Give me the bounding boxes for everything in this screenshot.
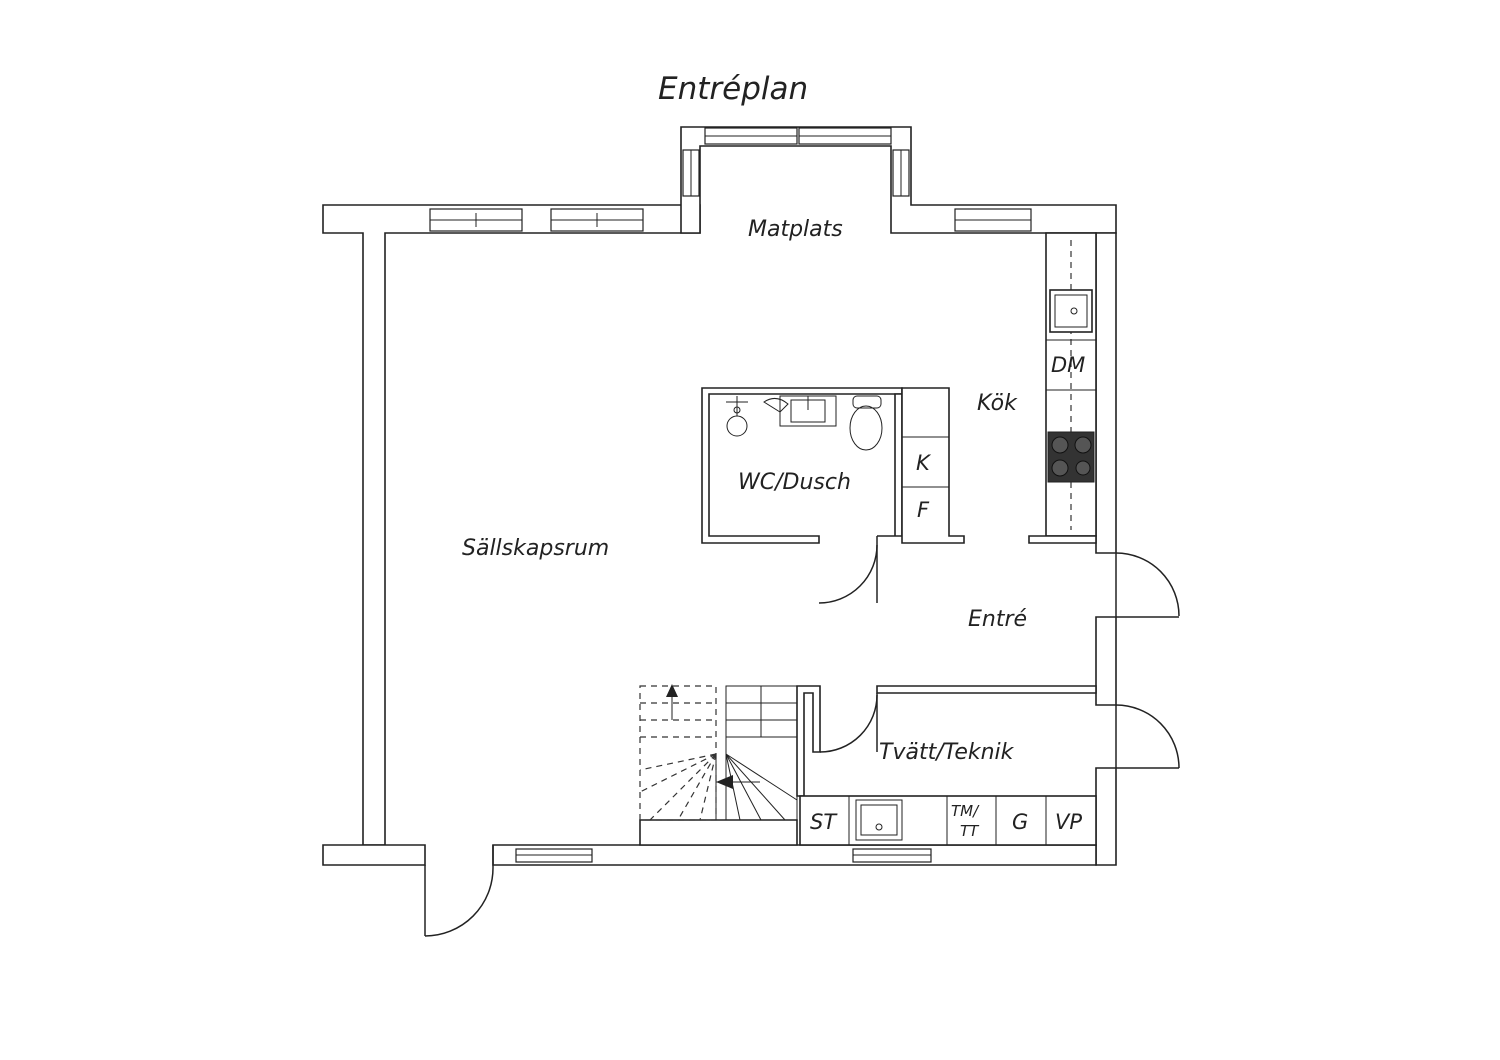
kitchen-counter <box>1028 232 1097 544</box>
room-label-kok: Kök <box>977 391 1017 416</box>
kitchen-kf <box>901 387 965 544</box>
laundry-room <box>796 685 1097 846</box>
fixture-label-dm: DM <box>1051 353 1086 377</box>
fixture-label-f: F <box>917 498 930 522</box>
room-label-wc: WC/Dusch <box>738 470 851 495</box>
room-label-tvatt: Tvätt/Teknik <box>879 740 1014 765</box>
wc-room <box>701 387 903 604</box>
room-label-matplats: Matplats <box>748 217 843 242</box>
fixture-label-tm: TM/ <box>951 802 979 820</box>
stairs <box>639 684 798 846</box>
fixture-label-g: G <box>1012 810 1029 834</box>
windows <box>429 127 1032 863</box>
fixture-label-vp: VP <box>1055 810 1083 834</box>
fixture-label-st: ST <box>810 810 837 834</box>
plan-title: Entréplan <box>658 71 809 107</box>
entrance-doors <box>1115 552 1180 769</box>
room-label-sallskapsrum: Sällskapsrum <box>462 536 610 561</box>
terrace-door <box>424 845 494 937</box>
fixture-label-tt: TT <box>960 822 979 840</box>
fixture-label-k: K <box>916 451 930 475</box>
room-label-entre: Entré <box>968 607 1028 632</box>
